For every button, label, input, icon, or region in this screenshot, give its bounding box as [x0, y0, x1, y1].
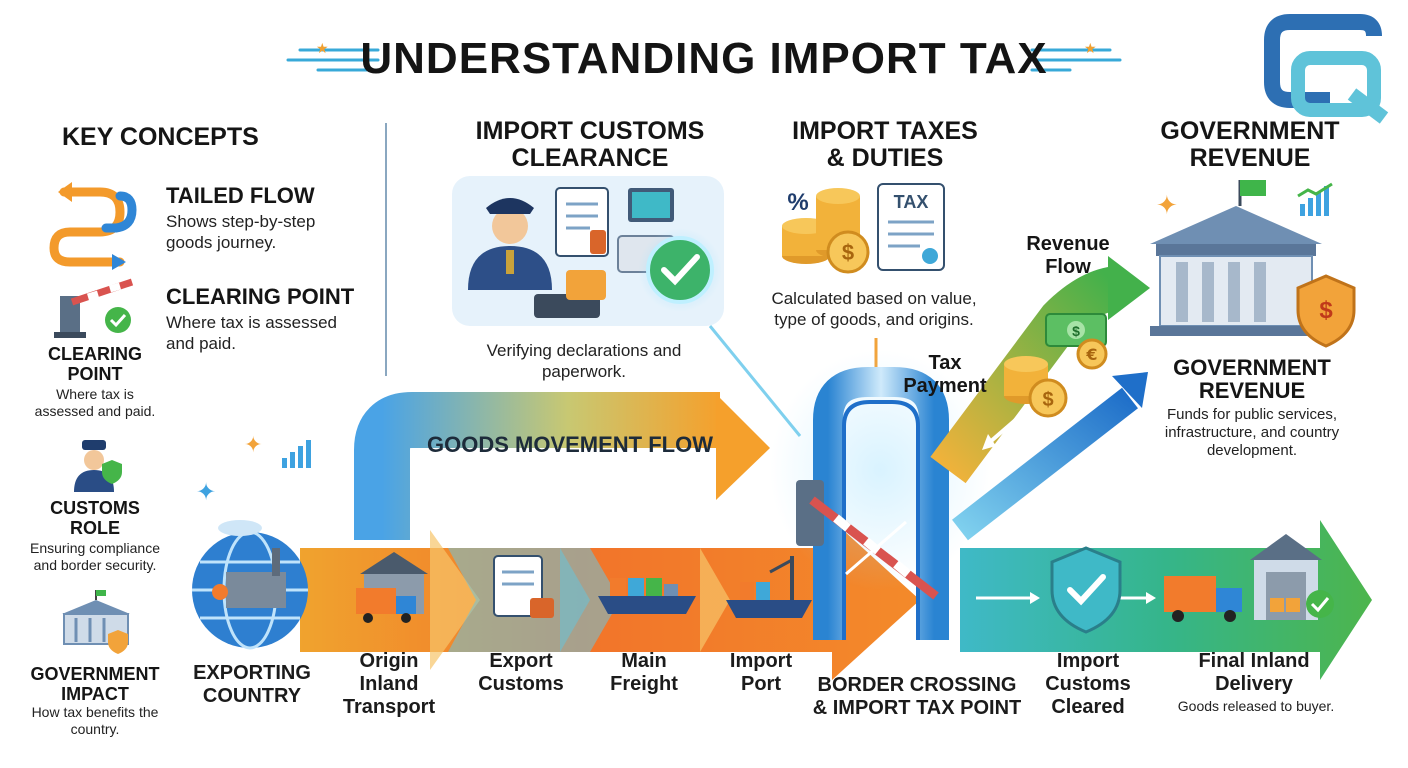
- tax-doc-label: TAX: [894, 192, 929, 212]
- svg-text:✦: ✦: [1156, 191, 1178, 221]
- coin-dollar-symbol: $: [1042, 389, 1053, 411]
- title-decoration-right: ★: [1030, 41, 1122, 72]
- goods-movement-arrow: [354, 392, 770, 540]
- sidebar-government-desc: How tax benefits the country.: [31, 704, 159, 737]
- gov-revenue-detail-title: GOVERNMENT REVENUE: [1173, 355, 1331, 403]
- customs-officer-icon: [468, 198, 552, 290]
- port-ship-icon: [726, 556, 812, 618]
- tailed-flow-title: TAILED FLOW: [166, 183, 315, 208]
- clearing-point-desc: Where tax is assessed and paid.: [166, 313, 338, 353]
- clearance-pointer-line: [708, 325, 802, 437]
- clearing-point-title: CLEARING POINT: [166, 284, 355, 309]
- svg-text:★: ★: [1084, 41, 1097, 57]
- sidebar-customs-title: CUSTOMS ROLE: [50, 498, 140, 538]
- border-gate-icon: [770, 350, 990, 640]
- warehouse-truck-icon: [356, 552, 428, 623]
- cargo-ship-icon: [598, 578, 696, 614]
- svg-text:★: ★: [316, 41, 329, 57]
- payment-coins-icon: $: [1004, 356, 1068, 418]
- government-revenue-title: GOVERNMENT REVENUE: [1160, 117, 1340, 172]
- final-delivery-desc: Goods released to buyer.: [1177, 698, 1335, 714]
- shield-dollar-symbol: $: [1319, 297, 1333, 324]
- sparkle-decoration-left: ✦ ✦: [196, 433, 311, 506]
- brand-logo: [1264, 14, 1389, 124]
- tax-payment-label: Tax Payment: [903, 352, 987, 397]
- svg-text:✦: ✦: [244, 433, 262, 458]
- sidebar-clearing-title: CLEARING POINT: [48, 344, 142, 384]
- percent-symbol: %: [787, 189, 808, 216]
- government-building-small-icon: [62, 590, 130, 654]
- stage-main-freight: Main Freight: [610, 650, 678, 695]
- scanner-icon: [534, 270, 606, 318]
- approval-check-icon: [638, 228, 722, 312]
- government-building-icon: $: [1150, 180, 1356, 348]
- coin-stack-icon: $ %: [782, 188, 870, 274]
- euro-symbol: €: [1085, 345, 1097, 364]
- banknote-dollar-symbol: $: [1072, 323, 1080, 339]
- revenue-flow-label: Revenue Flow: [1026, 233, 1110, 278]
- customs-officer-small-icon: [74, 440, 122, 492]
- funds-blue-arrow: [952, 372, 1148, 541]
- delivery-truck-warehouse-icon: [1164, 534, 1334, 622]
- svg-text:✦: ✦: [196, 478, 216, 506]
- stage-final-inland-delivery: Final Inland Delivery: [1198, 650, 1310, 695]
- barrier-icon: [54, 278, 134, 338]
- stage-exporting-country: EXPORTING COUNTRY: [193, 662, 311, 707]
- exporting-globe-icon: [192, 520, 308, 650]
- stage-export-customs: Export Customs: [478, 650, 564, 695]
- stage-origin-inland-transport: Origin Inland Transport: [342, 650, 436, 718]
- taxes-duties-desc: Calculated based on value, type of goods…: [771, 289, 977, 329]
- taxes-duties-title: IMPORT TAXES & DUTIES: [792, 117, 978, 172]
- sidebar-customs-desc: Ensuring compliance and border security.: [30, 540, 160, 573]
- tailed-flow-desc: Shows step-by-step goods journey.: [166, 212, 316, 252]
- sidebar-clearing-desc: Where tax is assessed and paid.: [34, 386, 156, 419]
- tax-payment-double-arrow: [982, 414, 1022, 450]
- goods-movement-label: GOODS MOVEMENT FLOW: [427, 432, 713, 457]
- stage-import-customs-cleared: Import Customs Cleared: [1045, 650, 1131, 718]
- tax-document-icon: TAX: [877, 183, 945, 271]
- tailed-flow-icon: [49, 182, 137, 270]
- customs-clearance-desc: Verifying declarations and paperwork.: [486, 341, 682, 381]
- export-document-icon: [493, 555, 554, 618]
- customs-cleared-shield-icon: [1050, 546, 1122, 634]
- euro-coin-icon: €: [1076, 338, 1108, 370]
- document-icon: [555, 187, 609, 257]
- page-title: UNDERSTANDING IMPORT TAX: [360, 34, 1048, 83]
- dollar-symbol: $: [842, 240, 854, 265]
- title-decoration-left: ★: [286, 41, 380, 72]
- key-concepts-heading: KEY CONCEPTS: [62, 123, 259, 151]
- sparkle-decoration-right: ✦: [1156, 182, 1333, 221]
- stage-import-port: Import Port: [729, 650, 793, 695]
- stage-border-crossing: BORDER CROSSING & IMPORT TAX POINT: [812, 674, 1022, 719]
- sidebar-government-title: GOVERNMENT IMPACT: [30, 664, 160, 704]
- customs-clearance-title: IMPORT CUSTOMS CLEARANCE: [475, 117, 705, 172]
- banknote-icon: $: [1045, 313, 1107, 347]
- gov-revenue-detail-desc: Funds for public services, infrastructur…: [1164, 406, 1340, 459]
- flow-into-gate-arrow: [845, 520, 907, 576]
